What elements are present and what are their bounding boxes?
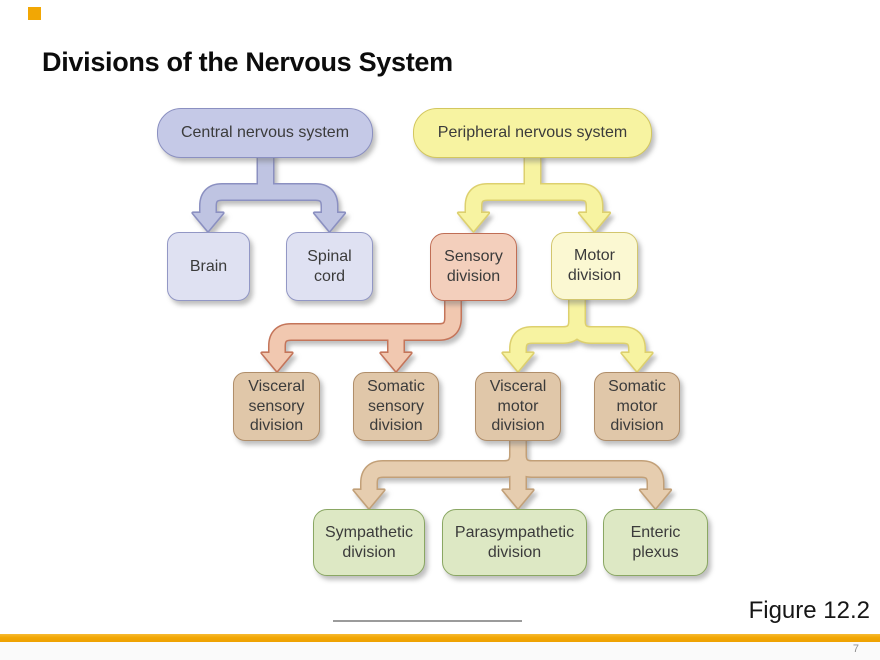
node-label: Brain [189,257,228,275]
page-title: Divisions of the Nervous System [42,47,453,77]
figure-label: Figure 12.2 [748,597,870,624]
blank-underline [333,620,522,622]
node-sympathetic-division: Sympathetic division [313,509,425,576]
node-somatic-sensory-division: Somatic sensory division [353,372,439,441]
node-label: Enteric plexus [630,523,681,561]
node-label: Visceral sensory division [248,378,305,435]
sensory-branch-arrows [260,292,462,373]
cns-branch-arrows [191,150,347,233]
node-visceral-sensory-division: Visceral sensory division [233,372,320,441]
node-label: Peripheral nervous system [437,124,628,142]
visceral-motor-branch-arrows [352,432,673,510]
node-label: Parasympathetic division [454,523,575,561]
node-label: Visceral motor division [489,378,547,435]
node-label: Somatic sensory division [367,378,425,435]
node-sensory-division: Sensory division [430,233,517,301]
slide-accent-square [28,7,41,20]
node-visceral-motor-division: Visceral motor division [475,372,561,441]
node-motor-division: Motor division [551,232,638,300]
node-label: Sympathetic division [324,523,414,561]
node-label: Sensory division [444,248,503,285]
page-number: 7 [852,643,859,655]
node-enteric-plexus: Enteric plexus [603,509,708,576]
node-peripheral-nervous-system: Peripheral nervous system [413,108,652,158]
footer-strip: 7 [0,642,880,660]
node-somatic-motor-division: Somatic motor division [594,372,680,441]
node-label: Somatic motor division [608,378,666,435]
motor-branch-arrows [501,292,654,373]
pns-branch-arrows [456,150,612,233]
node-label: Central nervous system [180,124,350,142]
node-label: Motor division [567,247,622,284]
node-parasympathetic-division: Parasympathetic division [442,509,587,576]
node-brain: Brain [167,232,250,301]
node-spinal-cord: Spinal cord [286,232,373,301]
footer-accent-bar [0,634,880,642]
node-label: Spinal cord [307,247,352,285]
node-central-nervous-system: Central nervous system [157,108,373,158]
